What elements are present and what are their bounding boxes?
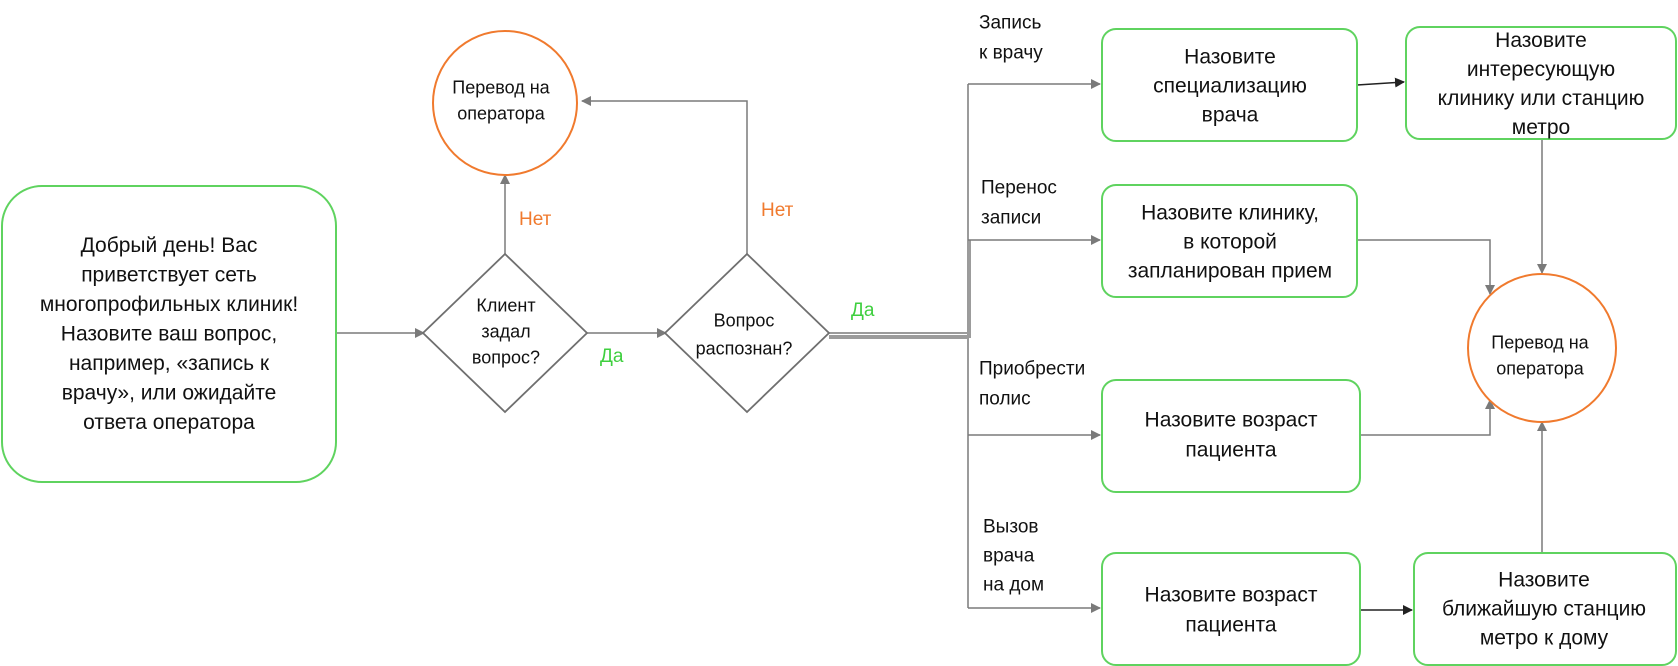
text-line: например, «запись к [69,352,270,375]
client-asked-text: Клиент задал вопрос? [472,295,540,367]
age-policy-box [1101,379,1361,493]
text-line: Перевод на [1491,332,1589,352]
age-policy-text: Назовите возраст пациента [1145,408,1318,461]
edge-label-no-left: Нет [519,209,552,230]
clinic-or-metro-text: Назовите интересующую клинику или станцию м… [1438,29,1645,139]
text-line: вопрос? [472,347,540,367]
text-line: врача [983,546,1035,567]
text-line: задал [481,321,530,341]
text-line: распознан? [696,338,793,358]
edge-label-yes-left: Да [600,346,624,367]
node-texts: Добрый день! Вас приветствует сеть многопр… [40,29,1646,649]
text-line: Назовите [1184,45,1276,68]
text-line: Назовите [1498,568,1590,591]
operator-circle-top [432,30,578,176]
text-line: Добрый день! Вас [81,234,258,257]
age-home-text: Назовите возраст пациента [1145,583,1318,636]
text-line: Перенос [981,178,1057,199]
edge-label-no-right: Нет [761,200,794,221]
text-line: полис [979,389,1031,410]
edge-clinic-scheduled-to-operator [1357,239,1495,295]
text-line: в которой [1183,230,1277,253]
specialization-text: Назовите специализацию врача [1153,45,1307,126]
age-home-box [1101,552,1361,666]
text-line: на дом [983,575,1044,596]
edge-label-yes-right: Да [851,300,875,321]
text-line: Перевод на [452,77,550,97]
branch-labels: Запись к врачу Перенос записи Приобрести по… [979,13,1085,596]
text-line: к врачу [979,43,1043,64]
edge-age-policy-to-operator [1360,399,1495,436]
text-line: метро [1512,116,1570,139]
branch-label-reschedule: Перенос записи [981,178,1057,229]
text-line: Приобрести [979,359,1085,380]
text-line: оператора [457,103,545,123]
branch-label-home-call: Вызов врача на дом [983,517,1044,596]
specialization-box [1101,28,1358,142]
text-line: Запись [979,13,1041,34]
text-line: Назовите возраст [1145,408,1318,431]
question-recognized-text: Вопрос распознан? [696,310,793,358]
text-line: Назовите клинику, [1141,201,1319,224]
text-line: запланирован прием [1128,259,1332,282]
shapes [1,26,1677,666]
text-line: Назовите возраст [1145,583,1318,606]
text-line: Назовите ваш вопрос, [61,322,277,345]
text-line: оператора [1496,358,1584,378]
text-line: Клиент [476,295,535,315]
text-line: Назовите [1495,29,1587,52]
clinic-scheduled-box [1101,184,1358,298]
text-line: специализацию [1153,74,1307,97]
edge-recognized-no [581,96,748,254]
text-line: интересующую [1467,58,1615,81]
text-line: ближайшую станцию [1442,597,1646,620]
client-asked-diamond [421,252,589,414]
nearest-metro-box [1413,552,1677,666]
greeting-box [1,185,337,483]
text-line: врача [1202,103,1259,126]
edge-specialization-to-clinic-or-metro [1356,77,1405,88]
edge-labels: Нет Да Нет Да [519,200,875,367]
operator-top-text: Перевод на оператора [452,77,550,123]
text-line: пациента [1185,613,1276,636]
operator-circle-right [1467,273,1617,423]
branch-label-policy: Приобрести полис [979,359,1085,410]
operator-right-text: Перевод на оператора [1491,332,1589,378]
text-line: многопрофильных клиник! [40,293,298,316]
text-line: Вызов [983,517,1039,538]
question-recognized-diamond [663,252,831,414]
connectors [336,79,1547,613]
clinic-or-metro-box [1405,26,1677,140]
text-line: записи [981,208,1041,229]
branch-label-appointment: Запись к врачу [979,13,1043,64]
connectors-dark [1356,77,1413,615]
text-line: клинику или станцию [1438,87,1645,110]
text-line: врачу», или ожидайте [62,381,277,404]
text-line: пациента [1185,438,1276,461]
text-line: Вопрос [714,310,775,330]
nearest-metro-text: Назовите ближайшую станцию метро к дому [1442,568,1646,649]
clinic-scheduled-text: Назовите клинику, в которой запланирован п… [1128,201,1332,282]
text-line: метро к дому [1480,626,1609,649]
text-line: ответа оператора [83,411,255,434]
text-line: приветствует сеть [81,263,257,286]
greeting-text: Добрый день! Вас приветствует сеть многопр… [40,234,298,434]
